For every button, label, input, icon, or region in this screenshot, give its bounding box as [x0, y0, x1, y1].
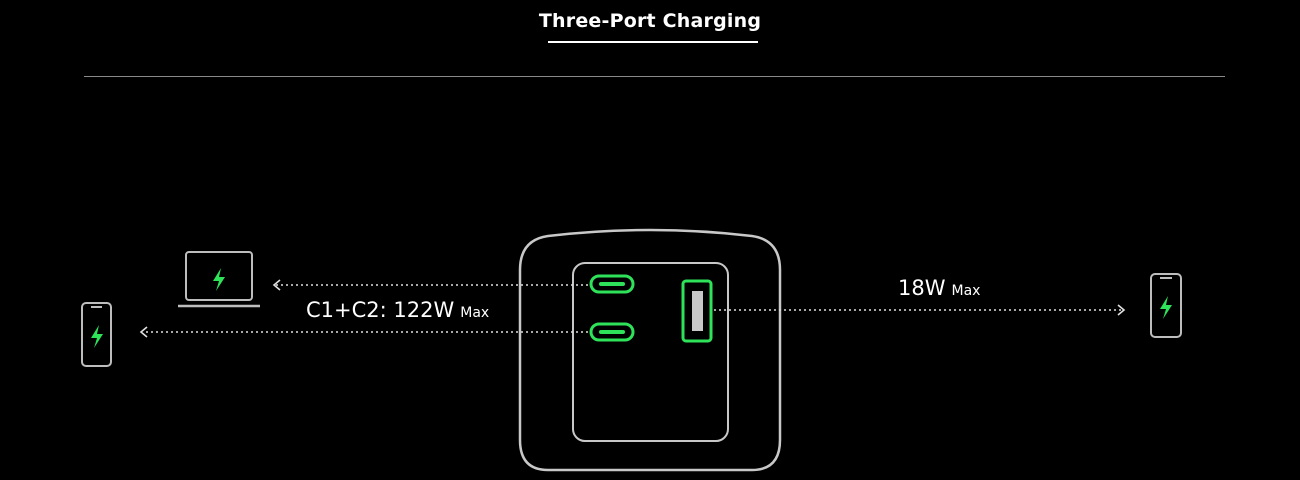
usb-c-combined-suffix: Max: [460, 305, 490, 321]
usb-a-suffix: Max: [951, 283, 981, 299]
usb-c-combined-value: C1+C2: 122W: [306, 298, 455, 322]
lightning-bolt-icon: [213, 268, 225, 291]
lightning-bolt-icon: [1160, 296, 1172, 319]
title-underline: [548, 41, 758, 43]
usb-a-value: 18W: [898, 276, 946, 300]
arrow-c2-to-phone: [139, 326, 588, 338]
arrow-usb-a-to-phone: [714, 304, 1126, 316]
charger-body: [518, 228, 782, 472]
header-divider: [84, 76, 1225, 77]
usb-a-label: 18W Max: [898, 276, 980, 300]
phone-icon-left: [81, 302, 112, 367]
usb-a-port: [681, 279, 713, 343]
phone-icon-right: [1150, 273, 1182, 338]
usb-c-combined-label: C1+C2: 122W Max: [306, 298, 489, 322]
laptop-icon: [178, 251, 260, 308]
charger-port-panel: [572, 262, 729, 442]
usb-c-port-1: [589, 274, 635, 294]
page-title: Three-Port Charging: [538, 10, 762, 32]
lightning-bolt-icon: [91, 325, 103, 348]
arrow-c1-to-laptop: [272, 279, 588, 291]
usb-c-port-2: [589, 322, 635, 342]
